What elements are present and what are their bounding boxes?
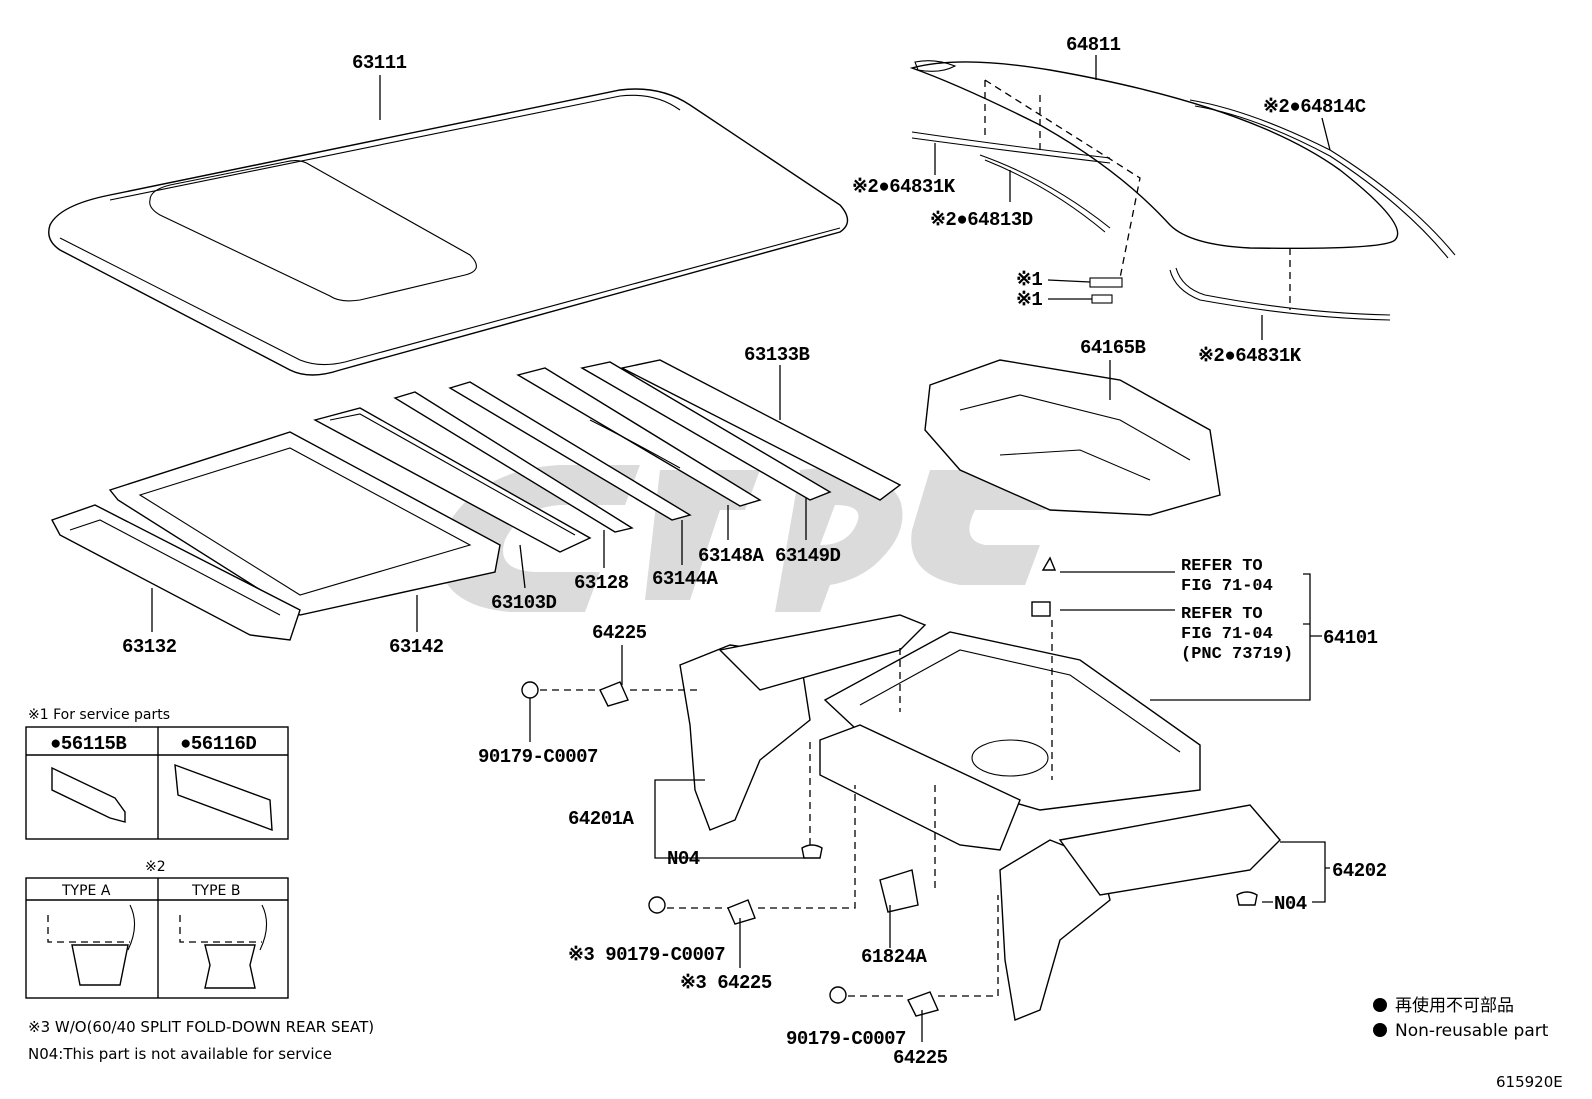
label-n04-right: N04 — [1274, 893, 1307, 915]
label-61824a: 61824A — [861, 946, 928, 968]
roof-bow-63148a — [516, 367, 762, 507]
refer-note-1a: REFER TO — [1181, 557, 1263, 576]
type-table-title: ※2 — [145, 859, 166, 875]
assembly-lines — [540, 620, 1053, 997]
label-63148a: 63148A — [698, 545, 765, 567]
label-note1-a: ※1 — [1016, 269, 1042, 291]
type-table: ※2 TYPE A TYPE B — [25, 859, 289, 999]
roof-panel — [48, 88, 849, 376]
label-63111: 63111 — [352, 52, 407, 74]
service-parts-table: ※1 For service parts ●56115B ●56116D — [25, 707, 289, 840]
refer-note-2c: (PNC 73719) — [1181, 645, 1293, 664]
roof-bow-63149d — [580, 361, 832, 501]
service-part-56116d-drawing — [174, 763, 273, 832]
roof-bow-63133b — [619, 359, 902, 501]
label-note1-b: ※1 — [1016, 289, 1042, 311]
roof-bow-63128 — [393, 391, 634, 533]
refer-note-1b: FIG 71-04 — [1181, 577, 1273, 596]
label-64814c: ※2●64814C — [1263, 96, 1366, 118]
type-b-clip — [204, 944, 256, 989]
refer-note-2a: REFER TO — [1181, 605, 1263, 624]
rear-panel — [819, 724, 1021, 851]
leader-lines — [151, 55, 1331, 1042]
label-63128: 63128 — [574, 572, 629, 594]
service-part-56115b-drawing — [51, 766, 126, 823]
label-63149d: 63149D — [775, 545, 841, 567]
quarter-wheelhouse-left — [679, 614, 927, 831]
label-64202: 64202 — [1332, 860, 1387, 882]
back-window-glass — [909, 60, 1456, 321]
label-64225-lower: 64225 — [893, 1047, 948, 1069]
label-63133b: 63133B — [744, 344, 810, 366]
label-63142: 63142 — [389, 636, 444, 658]
label-63132: 63132 — [122, 636, 177, 658]
legend: 再使用不可部品 Non-reusable part — [1373, 995, 1549, 1041]
label-n04-left: N04 — [667, 848, 700, 870]
label-63144a: 63144A — [652, 568, 719, 590]
non-reusable-bullet-jp — [1373, 998, 1387, 1012]
service-parts-title: ※1 For service parts — [28, 707, 170, 723]
watermark-logo — [438, 465, 1060, 612]
sunroof-frame — [108, 431, 501, 616]
label-64811: 64811 — [1066, 34, 1121, 56]
roof-bow-63103d — [313, 407, 592, 553]
quarter-wheelhouse-right — [999, 804, 1281, 1021]
type-b-label: TYPE B — [191, 883, 240, 899]
label-64831k-lower: ※2●64831K — [1198, 345, 1302, 367]
label-64201a: 64201A — [568, 808, 635, 830]
package-tray-silencer — [924, 359, 1221, 516]
label-90179-middle: ※3 90179-C0007 — [568, 944, 725, 966]
label-64813d: ※2●64813D — [930, 209, 1033, 231]
label-63103d: 63103D — [491, 592, 557, 614]
non-reusable-bullet-en — [1373, 1023, 1387, 1037]
type-a-label: TYPE A — [61, 883, 111, 899]
roof-bow-63144a — [448, 381, 692, 521]
figure-code: 615920E — [1496, 1073, 1563, 1091]
label-90179-lower: 90179-C0007 — [786, 1028, 906, 1050]
service-part-56115b: ●56115B — [50, 733, 126, 755]
part-labels: 63111 64811 ※2●64814C ※2●64831K ※2●64813… — [122, 34, 1387, 1069]
label-64225-middle: ※3 64225 — [680, 972, 772, 994]
fasteners — [521, 556, 1258, 1017]
label-64101: 64101 — [1323, 627, 1378, 649]
service-part-56116d: ●56116D — [180, 733, 256, 755]
label-64831k-upper: ※2●64831K — [852, 176, 956, 198]
label-64225-upper: 64225 — [592, 622, 647, 644]
footnote-n04: N04:This part is not available for servi… — [28, 1045, 332, 1063]
refer-note-2b: FIG 71-04 — [1181, 625, 1273, 644]
legend-jp: 再使用不可部品 — [1395, 995, 1514, 1016]
label-90179-upper: 90179-C0007 — [478, 746, 598, 768]
legend-en: Non-reusable part — [1395, 1021, 1549, 1041]
front-header-panel — [50, 504, 301, 641]
footnote-3: ※3 W/O(60/40 SPLIT FOLD-DOWN REAR SEAT) — [28, 1018, 374, 1036]
type-a-clip — [71, 944, 129, 986]
label-64165b: 64165B — [1080, 337, 1146, 359]
